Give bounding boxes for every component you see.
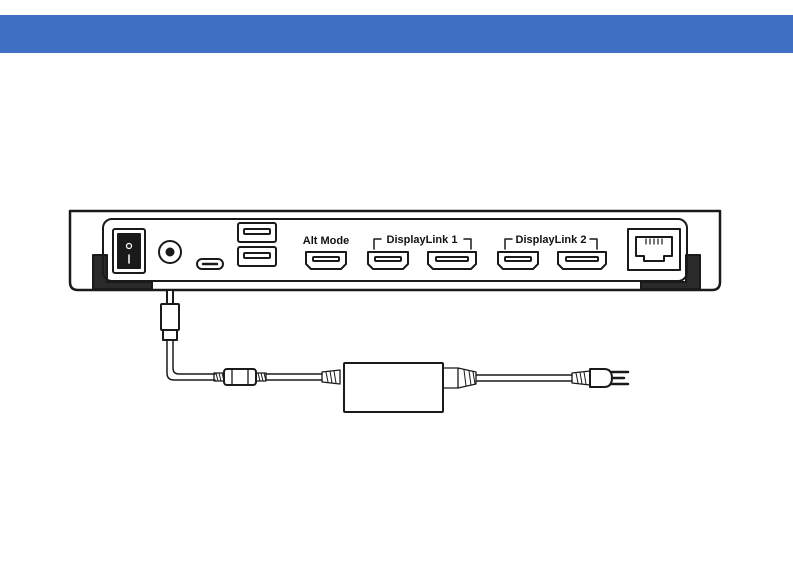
hdmi-port-icon (498, 252, 538, 269)
hdmi-port-icon (368, 252, 408, 269)
strain-relief-left (322, 370, 340, 384)
dc-cable-segment (266, 374, 322, 380)
ferrite-choke (214, 369, 266, 385)
ac-plug-icon (572, 369, 628, 387)
power-adapter-icon (344, 363, 443, 412)
dc-plug-icon (161, 290, 179, 340)
displaylink-1-label: DisplayLink 1 (387, 234, 458, 246)
ethernet-port-icon (628, 229, 680, 270)
usb-a-port-icon (238, 223, 276, 242)
usb-a-port-icon (238, 247, 276, 266)
displaylink-2-label: DisplayLink 2 (516, 234, 587, 246)
dc-power-jack-icon (159, 241, 181, 263)
power-switch-icon (113, 229, 145, 273)
hdmi-port-icon (428, 252, 476, 269)
dock-port-panel (103, 219, 687, 281)
alt-mode-label: Alt Mode (303, 235, 349, 247)
dc-cable (167, 340, 215, 380)
ac-cable (476, 375, 572, 381)
hdmi-port-icon (306, 252, 346, 269)
usb-c-port-icon (197, 259, 223, 269)
hdmi-port-icon (558, 252, 606, 269)
strain-relief-right (443, 368, 476, 388)
